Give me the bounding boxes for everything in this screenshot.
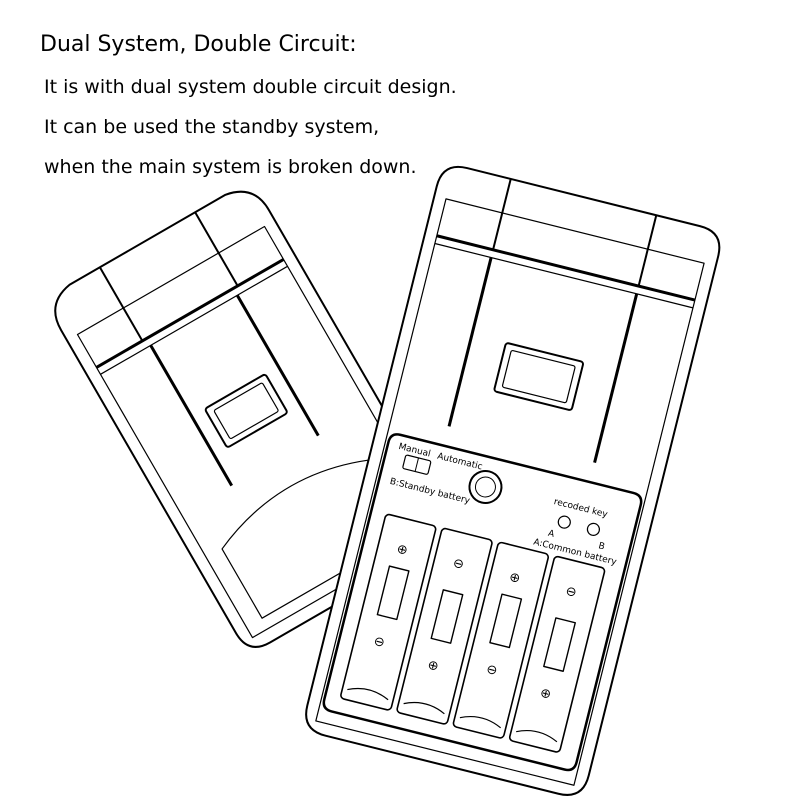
cell-1-plus: ⊕ bbox=[395, 542, 409, 559]
description-line-2: It can be used the standby system, bbox=[44, 116, 380, 138]
front-lock-body bbox=[305, 165, 721, 796]
heading: Dual System, Double Circuit: bbox=[40, 32, 357, 57]
key-a-label: A bbox=[547, 529, 556, 540]
cell-1-minus: ⊖ bbox=[372, 634, 386, 651]
description-line-1: It is with dual system double circuit de… bbox=[44, 76, 457, 98]
cell-4-minus: ⊖ bbox=[564, 584, 578, 601]
cell-4-plus: ⊕ bbox=[538, 686, 552, 703]
cell-3-plus: ⊕ bbox=[508, 570, 522, 587]
description-line-3: when the main system is broken down. bbox=[44, 156, 417, 178]
key-b-label: B bbox=[597, 541, 605, 552]
cell-2-plus: ⊕ bbox=[426, 658, 440, 675]
cell-2-minus: ⊖ bbox=[451, 556, 465, 573]
cell-3-minus: ⊖ bbox=[485, 662, 499, 679]
